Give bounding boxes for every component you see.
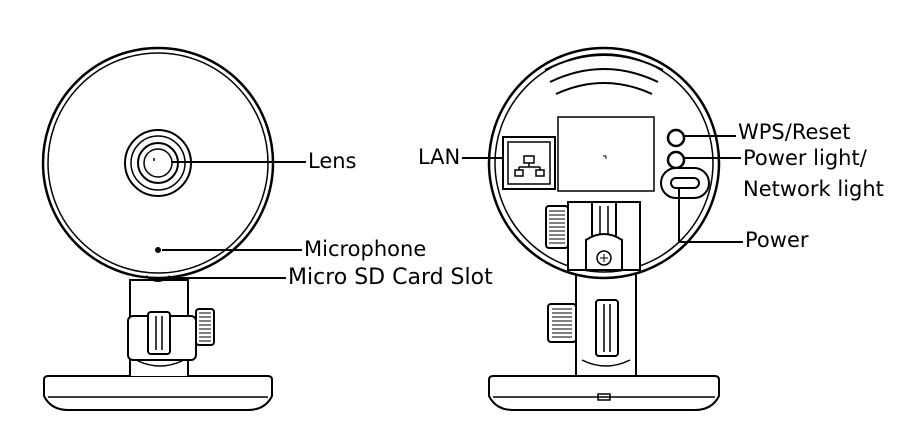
microphone-hole	[155, 247, 161, 253]
power-port	[660, 167, 710, 199]
front-stand	[127, 279, 197, 376]
front-knob	[195, 308, 215, 346]
micro-sd-label: Micro SD Card Slot	[288, 265, 493, 290]
speaker-grille	[544, 54, 664, 95]
network-light-label: Network light	[743, 177, 884, 201]
back-stand	[575, 269, 637, 377]
power-light	[666, 150, 686, 170]
label-plate	[557, 116, 655, 192]
network-icon	[514, 155, 545, 177]
lens-label: Lens	[308, 149, 357, 173]
front-base	[43, 375, 273, 411]
power-callout	[678, 188, 743, 243]
wps-reset-button	[666, 128, 686, 148]
back-camera	[462, 46, 743, 411]
back-knob-upper	[545, 205, 569, 249]
power-label: Power	[745, 228, 809, 252]
back-bracket	[567, 201, 641, 271]
lan-label: LAN	[418, 145, 461, 169]
front-camera	[41, 46, 306, 411]
wps-reset-label: WPS/Reset	[738, 120, 851, 144]
back-knob-lower	[547, 303, 577, 343]
back-base	[488, 375, 720, 411]
microphone-label: Microphone	[304, 237, 427, 261]
power-light-label: Power light/	[743, 146, 867, 170]
